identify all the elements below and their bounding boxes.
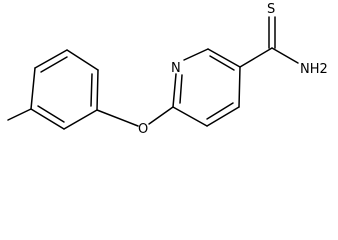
bond-pyridine-6 xyxy=(172,106,208,127)
bond-tolyl-6 xyxy=(30,108,65,130)
structure-canvas: S N NH2 O xyxy=(7,2,328,137)
molecule-structure: S N NH2 O xyxy=(7,2,328,137)
bond-aryl-oxygen xyxy=(96,109,139,127)
bond-tolyl-double-a xyxy=(40,56,68,73)
bond-tolyl-5 xyxy=(63,109,98,130)
bond-pyridine-4 xyxy=(238,66,241,108)
bond-tolyl-1 xyxy=(30,67,36,110)
bond-pyridine-3 xyxy=(207,48,241,68)
bond-pyridine-5 xyxy=(206,106,240,127)
bond-oxygen-pyridine xyxy=(148,106,174,125)
bond-tolyl-double-b xyxy=(90,73,93,107)
atom-label-nitrogen-ring: N xyxy=(171,61,181,76)
bond-tolyl-double-c xyxy=(37,105,65,123)
bond-carbon-nitrogen xyxy=(271,47,299,64)
bond-pyridine-double-c xyxy=(206,102,234,120)
atom-label-sulfur: S xyxy=(267,2,275,17)
pyridine-ring xyxy=(172,48,241,127)
atom-label-amide: NH2 xyxy=(300,62,328,77)
bond-pyridine-double-b xyxy=(209,55,235,71)
tolyl-ring xyxy=(30,49,99,130)
bond-pyridine-double-a xyxy=(179,74,183,104)
bond-ring-carbon xyxy=(239,47,273,68)
atom-label-oxygen: O xyxy=(138,122,148,137)
bond-pyridine-1 xyxy=(172,73,177,108)
bond-tolyl-3 xyxy=(66,49,99,71)
bond-methyl xyxy=(7,108,32,121)
bond-pyridine-2 xyxy=(183,48,209,61)
bond-tolyl-2 xyxy=(34,49,68,69)
bond-tolyl-4 xyxy=(96,69,99,111)
